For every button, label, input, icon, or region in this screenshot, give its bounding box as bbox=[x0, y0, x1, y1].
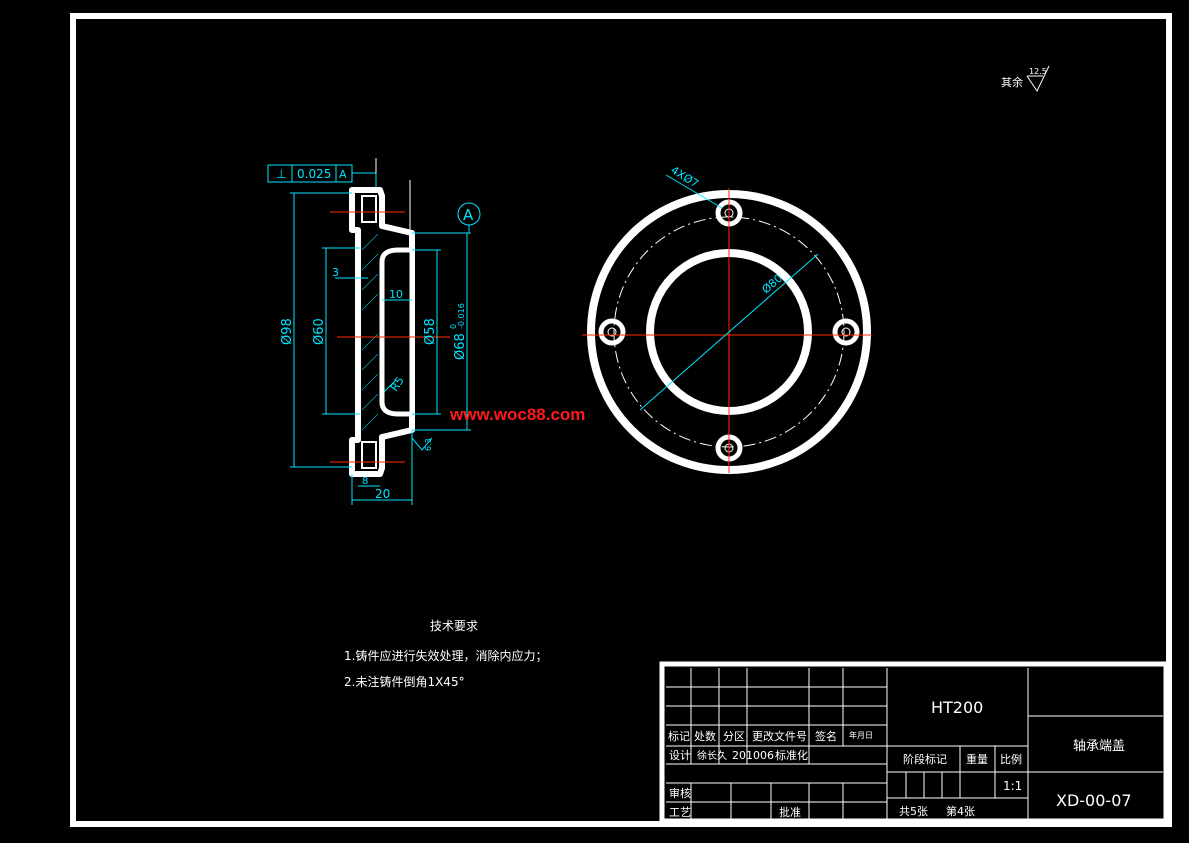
datum-marker: A bbox=[457, 202, 481, 233]
svg-text:阶段标记: 阶段标记 bbox=[903, 752, 947, 766]
dim-3: 3 bbox=[332, 266, 339, 279]
svg-text:第4张: 第4张 bbox=[946, 804, 975, 818]
svg-text:处数: 处数 bbox=[694, 730, 716, 743]
drawing-number: XD-00-07 bbox=[1056, 791, 1132, 810]
drawing-frame bbox=[70, 13, 1172, 827]
dim-d68-lower: -0.016 bbox=[457, 303, 466, 329]
dim-10: 10 bbox=[389, 288, 403, 301]
material: HT200 bbox=[931, 698, 983, 717]
svg-text:重量: 重量 bbox=[966, 752, 988, 766]
title-block-text: HT200 轴承端盖 XD-00-07 标记 处数 分区 更改文件号 签名 年月… bbox=[668, 698, 1132, 819]
watermark: www.woc88.com bbox=[449, 405, 585, 424]
svg-text:徐长久: 徐长久 bbox=[697, 749, 727, 762]
svg-text:标准化: 标准化 bbox=[775, 748, 808, 762]
svg-text:标记: 标记 bbox=[668, 729, 690, 743]
svg-text:⊥: ⊥ bbox=[276, 167, 286, 181]
svg-text:技术要求: 技术要求 bbox=[430, 619, 478, 633]
svg-text:A: A bbox=[339, 168, 347, 181]
svg-text:工艺: 工艺 bbox=[669, 806, 691, 819]
svg-text:其余: 其余 bbox=[1001, 75, 1023, 89]
svg-text:共5张: 共5张 bbox=[899, 805, 928, 818]
svg-text:0.025: 0.025 bbox=[297, 167, 331, 181]
rough-6-3: 6.3 bbox=[424, 438, 433, 451]
scale-value: 1:1 bbox=[1003, 779, 1022, 793]
dim-20: 20 bbox=[375, 487, 390, 501]
dim-d68: Ø68 bbox=[453, 333, 468, 360]
svg-text:审核: 审核 bbox=[669, 786, 691, 800]
roughness-note: 其余 12.5 bbox=[1001, 65, 1050, 93]
tech-requirements: 技术要求 1.铸件应进行失效处理，消除内应力； 2.未注铸件倒角1X45° bbox=[344, 619, 547, 689]
svg-text:年月日: 年月日 bbox=[849, 730, 873, 740]
svg-text:批准: 批准 bbox=[779, 805, 801, 819]
svg-text:签名: 签名 bbox=[815, 729, 837, 743]
svg-text:更改文件号: 更改文件号 bbox=[752, 729, 807, 743]
part-name: 轴承端盖 bbox=[1073, 739, 1125, 754]
front-view: 4XØ7 Ø80 bbox=[582, 164, 872, 474]
section-view: ⊥ 0.025 A bbox=[267, 158, 481, 505]
dim-d60: Ø60 bbox=[312, 318, 327, 345]
tolerance-frame: ⊥ 0.025 A bbox=[267, 158, 377, 190]
title-block bbox=[659, 661, 1169, 824]
dim-d58: Ø58 bbox=[423, 318, 438, 345]
svg-text:A: A bbox=[463, 206, 474, 224]
dim-8: 8 bbox=[362, 476, 368, 487]
svg-text:201006: 201006 bbox=[732, 749, 774, 762]
svg-text:12.5: 12.5 bbox=[1029, 67, 1047, 76]
svg-text:分区: 分区 bbox=[723, 730, 745, 743]
svg-text:比例: 比例 bbox=[1000, 752, 1022, 766]
svg-text:设计: 设计 bbox=[669, 749, 691, 762]
dim-d68-upper: 0 bbox=[449, 324, 458, 329]
svg-text:1.铸件应进行失效处理，消除内应力；: 1.铸件应进行失效处理，消除内应力； bbox=[344, 648, 547, 663]
dim-d98: Ø98 bbox=[280, 318, 295, 345]
svg-text:2.未注铸件倒角1X45°: 2.未注铸件倒角1X45° bbox=[344, 674, 465, 689]
